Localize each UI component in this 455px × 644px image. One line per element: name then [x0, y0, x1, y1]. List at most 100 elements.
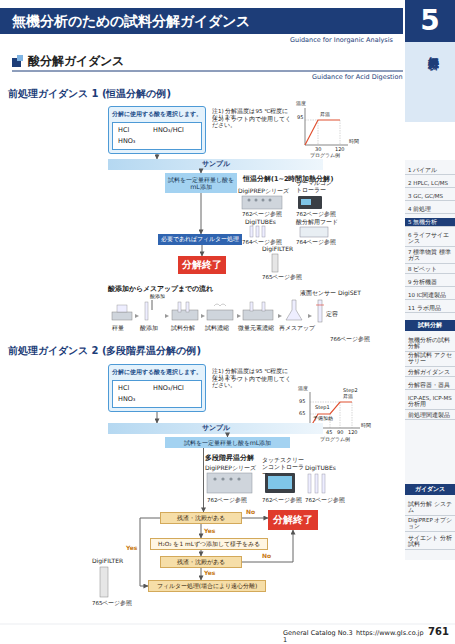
process-box: 試料を一定量秤量し酸をmL添加 [165, 437, 290, 448]
sidebar-tab: 7 標準物質 標準ガス [405, 248, 455, 264]
sidebar-tab: 9 分析機器 [405, 278, 455, 287]
edge-label: Yes [204, 570, 215, 576]
flow-arrow [201, 568, 202, 580]
sidebar-tab: 1 バイアル [405, 166, 455, 175]
axis-label: 時間 [361, 423, 377, 429]
step-label: 酸添加 [140, 325, 164, 331]
axis-value: 120 [348, 430, 362, 436]
product-name: DigiFILTER [92, 558, 137, 565]
sidebar-item: 分解試料 アクセサリー [405, 351, 455, 367]
axis-value: 30 [315, 147, 325, 153]
step-label: 再メスアップ [279, 325, 319, 331]
edge-label: No [246, 509, 255, 515]
axis-value: 95 [299, 399, 309, 405]
graph-caption: プログラム例 [320, 437, 360, 443]
step-label: 微量元素濃縮 [238, 325, 278, 331]
subsection-heading: 前処理ガイダンス 2 (多段階昇温分解の例) [8, 345, 228, 357]
product-illustration [242, 196, 328, 272]
flow-arrow [202, 245, 203, 256]
sidebar-item: ICP-AES, ICP-MS 分析用 [405, 394, 455, 410]
sidebar-tab: 3 GC, GC/MS [405, 192, 455, 201]
axis-value: 90 [337, 430, 347, 436]
product-name: DigiPREPシリーズ [205, 465, 265, 472]
end-box: 分解終了 [178, 256, 226, 274]
chapter-tab [405, 0, 455, 42]
footer-rule [0, 624, 455, 625]
sidebar-item: DigiPREP オプション [405, 516, 455, 532]
node-text: 試料を一定量秤量し酸をmL添加 [184, 439, 272, 446]
sidebar-item: 試料分解 システム [405, 500, 455, 516]
axis-value: 45 [326, 430, 336, 436]
sidebar-tab: 10 IC関連製品 [405, 291, 455, 300]
subsection-heading: 前処理ガイダンス 1 (恒温分解の例) [8, 88, 208, 100]
footer-url: https://www.gls.co.jp [356, 630, 424, 637]
node-text: 残渣・沈殿がある [177, 559, 225, 566]
node-text: 分解終了 [273, 515, 313, 526]
sidebar-tab: 2 HPLC, LC/MS [405, 179, 455, 188]
english-subtitle: Guidance for Inorganic Analysis [290, 37, 402, 44]
product-name: DigiTUBEs [245, 219, 295, 226]
acid-list: HClHNO₃/HClHNO₃ [112, 380, 202, 408]
acid-list: HClHNO₃/HClHNO₃ [112, 122, 202, 150]
axis-label: 温度 [296, 101, 316, 107]
step-label: 試料濃縮 [205, 325, 235, 331]
process-box: 必要であればフィルター処理 [158, 234, 242, 245]
english-subtitle: Guidance for Acid Digestion [312, 74, 407, 81]
flow-arrow [201, 524, 202, 538]
note-text: 注2) ドラフト内で使用してください。 [212, 376, 294, 389]
product-illustration [100, 473, 325, 597]
step-label: 秤量 [112, 325, 134, 331]
selection-box: 分解に使用する酸を選択します。HClHNO₃/HClHNO₃ [108, 106, 206, 154]
process-illustration [112, 300, 324, 322]
node-text: サンプル [202, 160, 230, 168]
graph-label: 昇温 [320, 112, 340, 118]
sample-band: サンプル [108, 423, 323, 434]
step-label: 試料分解 [171, 325, 201, 331]
title-band [0, 8, 403, 34]
page-reference: 762ページ参照 [242, 211, 292, 217]
sidebar-background [405, 160, 455, 560]
node-text: HNO₃ [118, 138, 135, 145]
sidebar-tab: 4 前処理 [405, 205, 455, 214]
end-box: 分解終了 [268, 510, 318, 530]
node-text: フィルター処理(場合により遠心分離) [157, 583, 258, 590]
axis-label: 温度 [298, 386, 318, 392]
sidebar-tab: 8 ピペット [405, 265, 455, 274]
node-text: HNO₃/HCl [153, 127, 184, 134]
node-text: HCl [118, 385, 129, 392]
graph-caption: プログラム例 [310, 153, 350, 159]
edge-label: Yes [204, 528, 215, 534]
sidebar-item: サイエント 分析試料 [405, 534, 455, 550]
page-reference: 764ページ参照 [296, 239, 346, 245]
page-reference: 762ページ参照 [305, 497, 355, 503]
process-box: 試料を一定量秤量し酸をmL添加 [165, 173, 237, 193]
page-reference: 765ページ参照 [92, 600, 142, 606]
page-reference: 762ページ参照 [262, 497, 312, 503]
page-reference: 764ページ参照 [242, 239, 292, 245]
product-name: 酸分解用フード [296, 219, 346, 226]
flow-arrow [157, 412, 158, 423]
node-text: H₂O₂ を1 mLずつ添加して様子をみる [158, 541, 260, 548]
product-name: 液面センサー DigiSET [300, 290, 380, 297]
process-box: フィルター処理(場合により遠心分離) [148, 580, 266, 592]
sidebar-heading: ガイダンス [405, 484, 455, 495]
heading-rule [12, 71, 403, 72]
sidebar-tab: 6 ライフサイエンス [405, 231, 455, 247]
flow-heading: 酸添加からメスアップまでの流れ [108, 285, 258, 293]
sidebar-tab: 11 ラボ用品 [405, 304, 455, 313]
graph-label: 昇温 [343, 394, 363, 400]
axis-value: 120 [335, 147, 349, 153]
page-reference: 762ページ参照 [207, 497, 257, 503]
product-name: DigiTUBEs [305, 465, 345, 472]
flow-arrow [242, 518, 268, 519]
node-text: 残渣・沈殿がある [177, 515, 225, 522]
sidebar-item: 前処理関連製品 [405, 411, 455, 420]
decision-box: 残渣・沈殿がある [160, 512, 242, 524]
process-box: H₂O₂ を1 mLずつ添加して様子をみる [150, 538, 268, 550]
sidebar-item: 分解容器・器具 [405, 381, 455, 390]
node-text: サンプル [202, 424, 230, 432]
page-number: 761 [428, 626, 454, 638]
node-text: 分解終了 [182, 260, 222, 271]
product-name: タッチスクリーンコントローラー [262, 457, 306, 478]
